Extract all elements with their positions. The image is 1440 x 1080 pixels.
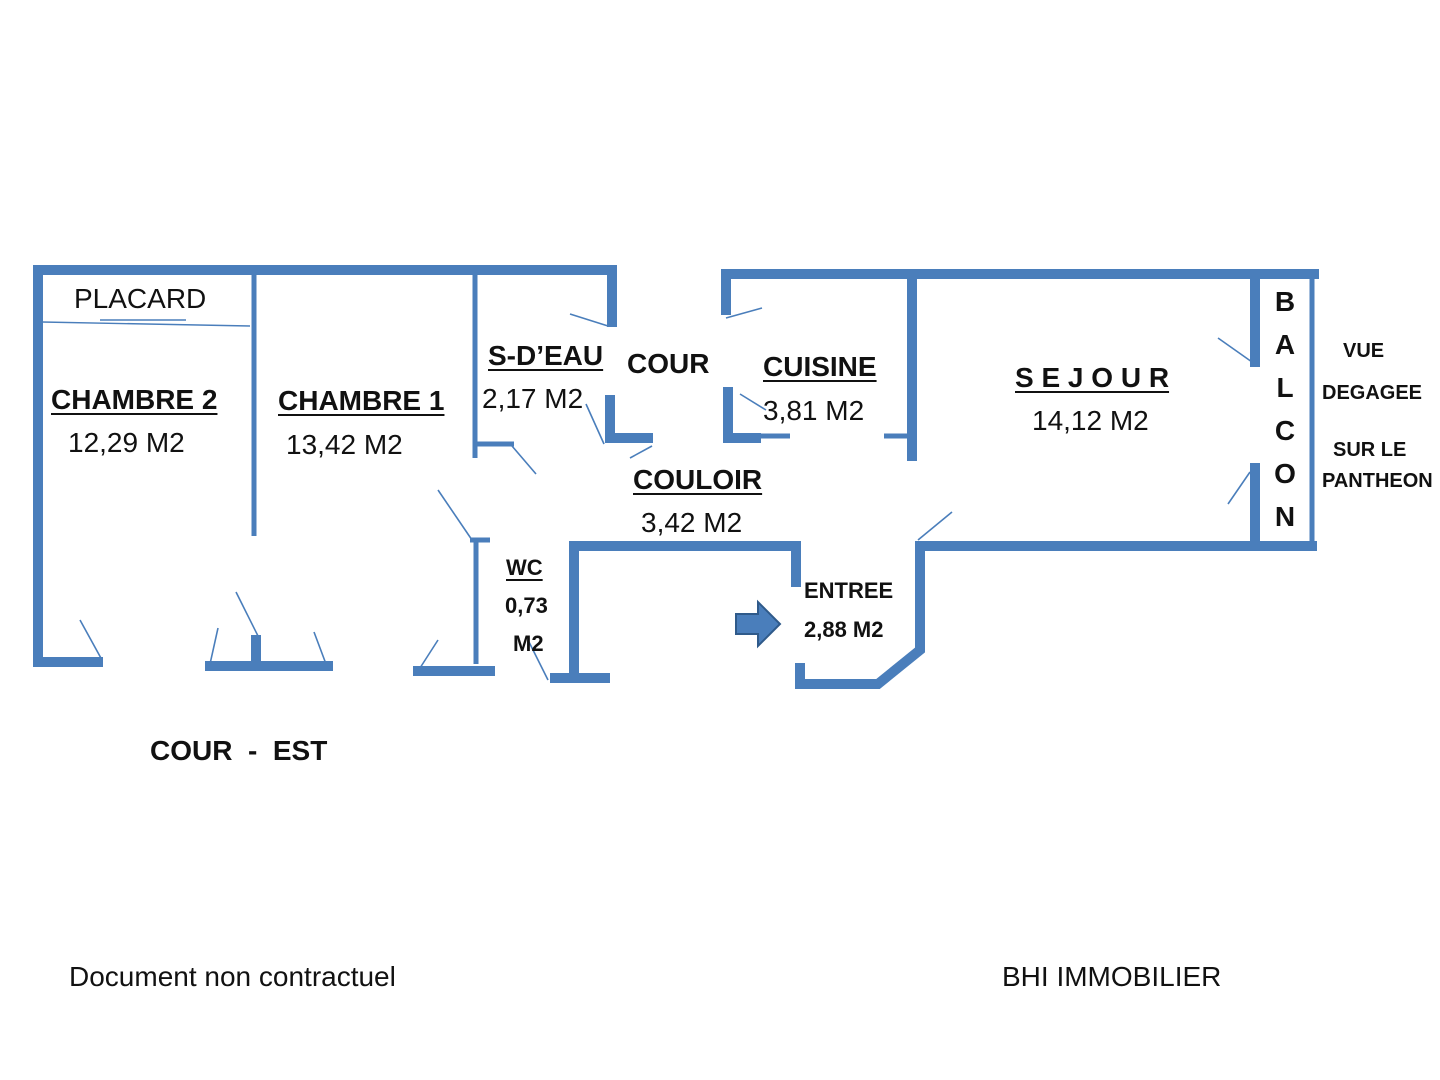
couloir-name: COULOIR (633, 464, 763, 495)
door-cuisine (739, 393, 767, 411)
door-couloir-cour (629, 445, 653, 459)
footer-disclaimer: Document non contractuel (69, 961, 396, 992)
door-sdeau-window (569, 313, 609, 327)
placard-label: PLACARD (74, 283, 207, 314)
balcon-letter: A (1274, 329, 1296, 360)
door-chambre1-a (209, 627, 219, 665)
door-chambre1-c (419, 639, 439, 669)
balcon-letter: L (1276, 372, 1294, 403)
wc-area-unit: M2 (513, 631, 544, 656)
partitions (41, 274, 1315, 664)
chambre1-name: CHAMBRE 1 (278, 385, 445, 416)
door-sejour-entree (917, 511, 953, 541)
door-sdeau-window-b (585, 403, 605, 445)
door-wc (527, 639, 549, 681)
view-note-line1: VUE (1343, 340, 1385, 362)
chambre2-name: CHAMBRE 2 (51, 384, 218, 415)
wall-top-right (721, 269, 1319, 315)
door-balcon-bottom (1227, 471, 1251, 505)
door-cuisine-window (725, 307, 763, 319)
chambre2-area: 12,29 M2 (68, 427, 185, 458)
cuisine-name: CUISINE (763, 351, 877, 382)
wall-sdeau-right (605, 395, 653, 443)
door-chambre2 (79, 619, 103, 661)
cuisine-area: 3,81 M2 (763, 395, 865, 426)
sdeau-area: 2,17 M2 (482, 383, 584, 414)
wall-couloir-bottom (569, 541, 801, 683)
chambre1-area: 13,42 M2 (286, 429, 403, 460)
cour-inner-label: COUR (627, 348, 710, 379)
door-chambre1-b (313, 631, 327, 665)
arrow-right-icon (735, 599, 782, 649)
entree-area: 2,88 M2 (804, 617, 884, 642)
balcon-letter: N (1274, 501, 1296, 532)
balcon-letter: B (1274, 286, 1296, 317)
sejour-area: 14,12 M2 (1032, 405, 1149, 436)
wall-cuisine-left (723, 387, 761, 443)
wc-area-value: 0,73 (505, 593, 548, 618)
view-note-line2: DEGAGEE (1322, 382, 1423, 404)
balcon-letter: C (1274, 415, 1296, 446)
doors (79, 307, 1253, 681)
wall-top-left (33, 265, 617, 327)
wall-entree (795, 541, 1317, 689)
view-note-line3: SUR LE (1333, 439, 1407, 461)
walls (33, 265, 1319, 689)
cour-est-label: COUR - EST (150, 735, 328, 766)
door-balcon-top (1217, 337, 1253, 363)
balcon-label: B A L C O N (1268, 280, 1302, 538)
wall-left (33, 265, 103, 667)
view-note-line4: PANTHEON (1322, 470, 1433, 492)
balcon-letter: O (1274, 458, 1296, 489)
placard-line-bottom (41, 321, 251, 327)
footer-agency: BHI IMMOBILIER (1002, 961, 1222, 992)
couloir-area: 3,42 M2 (641, 507, 743, 538)
door-chambre1-couloir (437, 489, 473, 541)
entree-name: ENTREE (804, 578, 894, 603)
door-chambre2-b (235, 591, 259, 637)
wc-name: WC (506, 555, 543, 580)
door-sdeau-couloir (511, 445, 537, 475)
sdeau-name: S-D’EAU (488, 340, 604, 371)
sejour-name: S E J O U R (1015, 362, 1170, 393)
